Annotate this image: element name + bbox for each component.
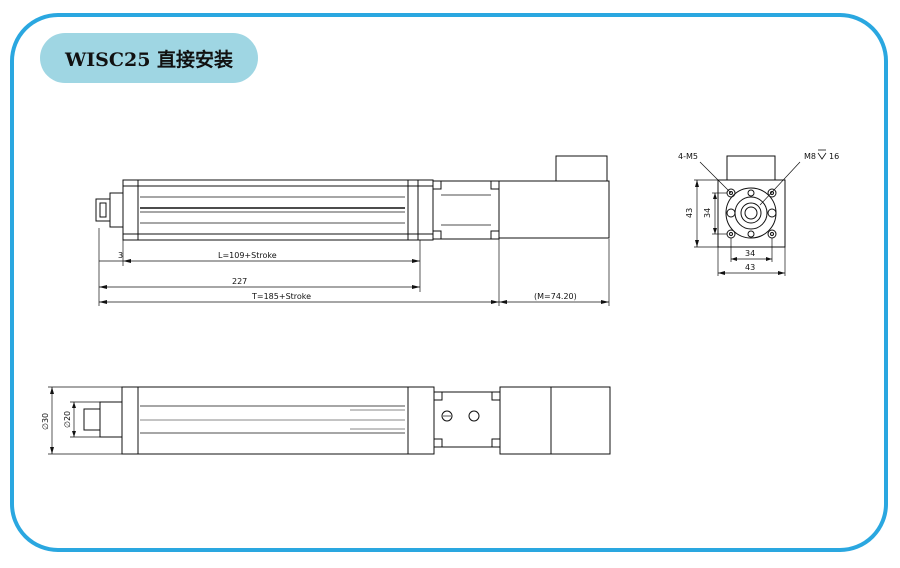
side-motor xyxy=(498,180,610,239)
side-motor-connector xyxy=(555,155,608,182)
side-view xyxy=(95,155,610,241)
side-view-dimensions xyxy=(98,228,610,306)
end-square-plate xyxy=(717,179,786,248)
hole-callout: 4-M5 xyxy=(678,152,698,161)
dim-overall-227: 227 xyxy=(232,277,247,286)
dim-dia-30: ∅30 xyxy=(41,413,50,430)
top-motor xyxy=(499,386,611,455)
top-view xyxy=(83,386,611,455)
dim-end-34-horizontal: 34 xyxy=(745,249,755,258)
depth-symbol-icon xyxy=(817,149,827,160)
end-view xyxy=(699,155,801,248)
side-shaft-nut xyxy=(99,202,107,218)
top-view-dimensions xyxy=(48,386,122,455)
drawing-title: WISC25 直接安装 xyxy=(40,33,258,83)
dim-end-43-horizontal: 43 xyxy=(745,263,755,272)
dim-end-43-vertical: 43 xyxy=(685,208,694,218)
dim-total-T: T=185+Stroke xyxy=(251,292,311,301)
slider-pin-hole xyxy=(468,410,480,422)
dim-motor-M: (M=74.20) xyxy=(534,292,577,301)
end-view-dimensions xyxy=(694,179,786,276)
thread-depth: 16 xyxy=(829,152,839,161)
dim-dia-20: ∅20 xyxy=(63,411,72,428)
dim-end-34-vertical: 34 xyxy=(703,208,712,218)
dim-motor-offset: 3 xyxy=(118,251,123,260)
drawing-frame xyxy=(10,13,888,552)
slider-screw-hole xyxy=(441,410,453,422)
dim-length-L: L=109+Stroke xyxy=(218,251,277,260)
thread-callout: M8 xyxy=(804,152,816,161)
